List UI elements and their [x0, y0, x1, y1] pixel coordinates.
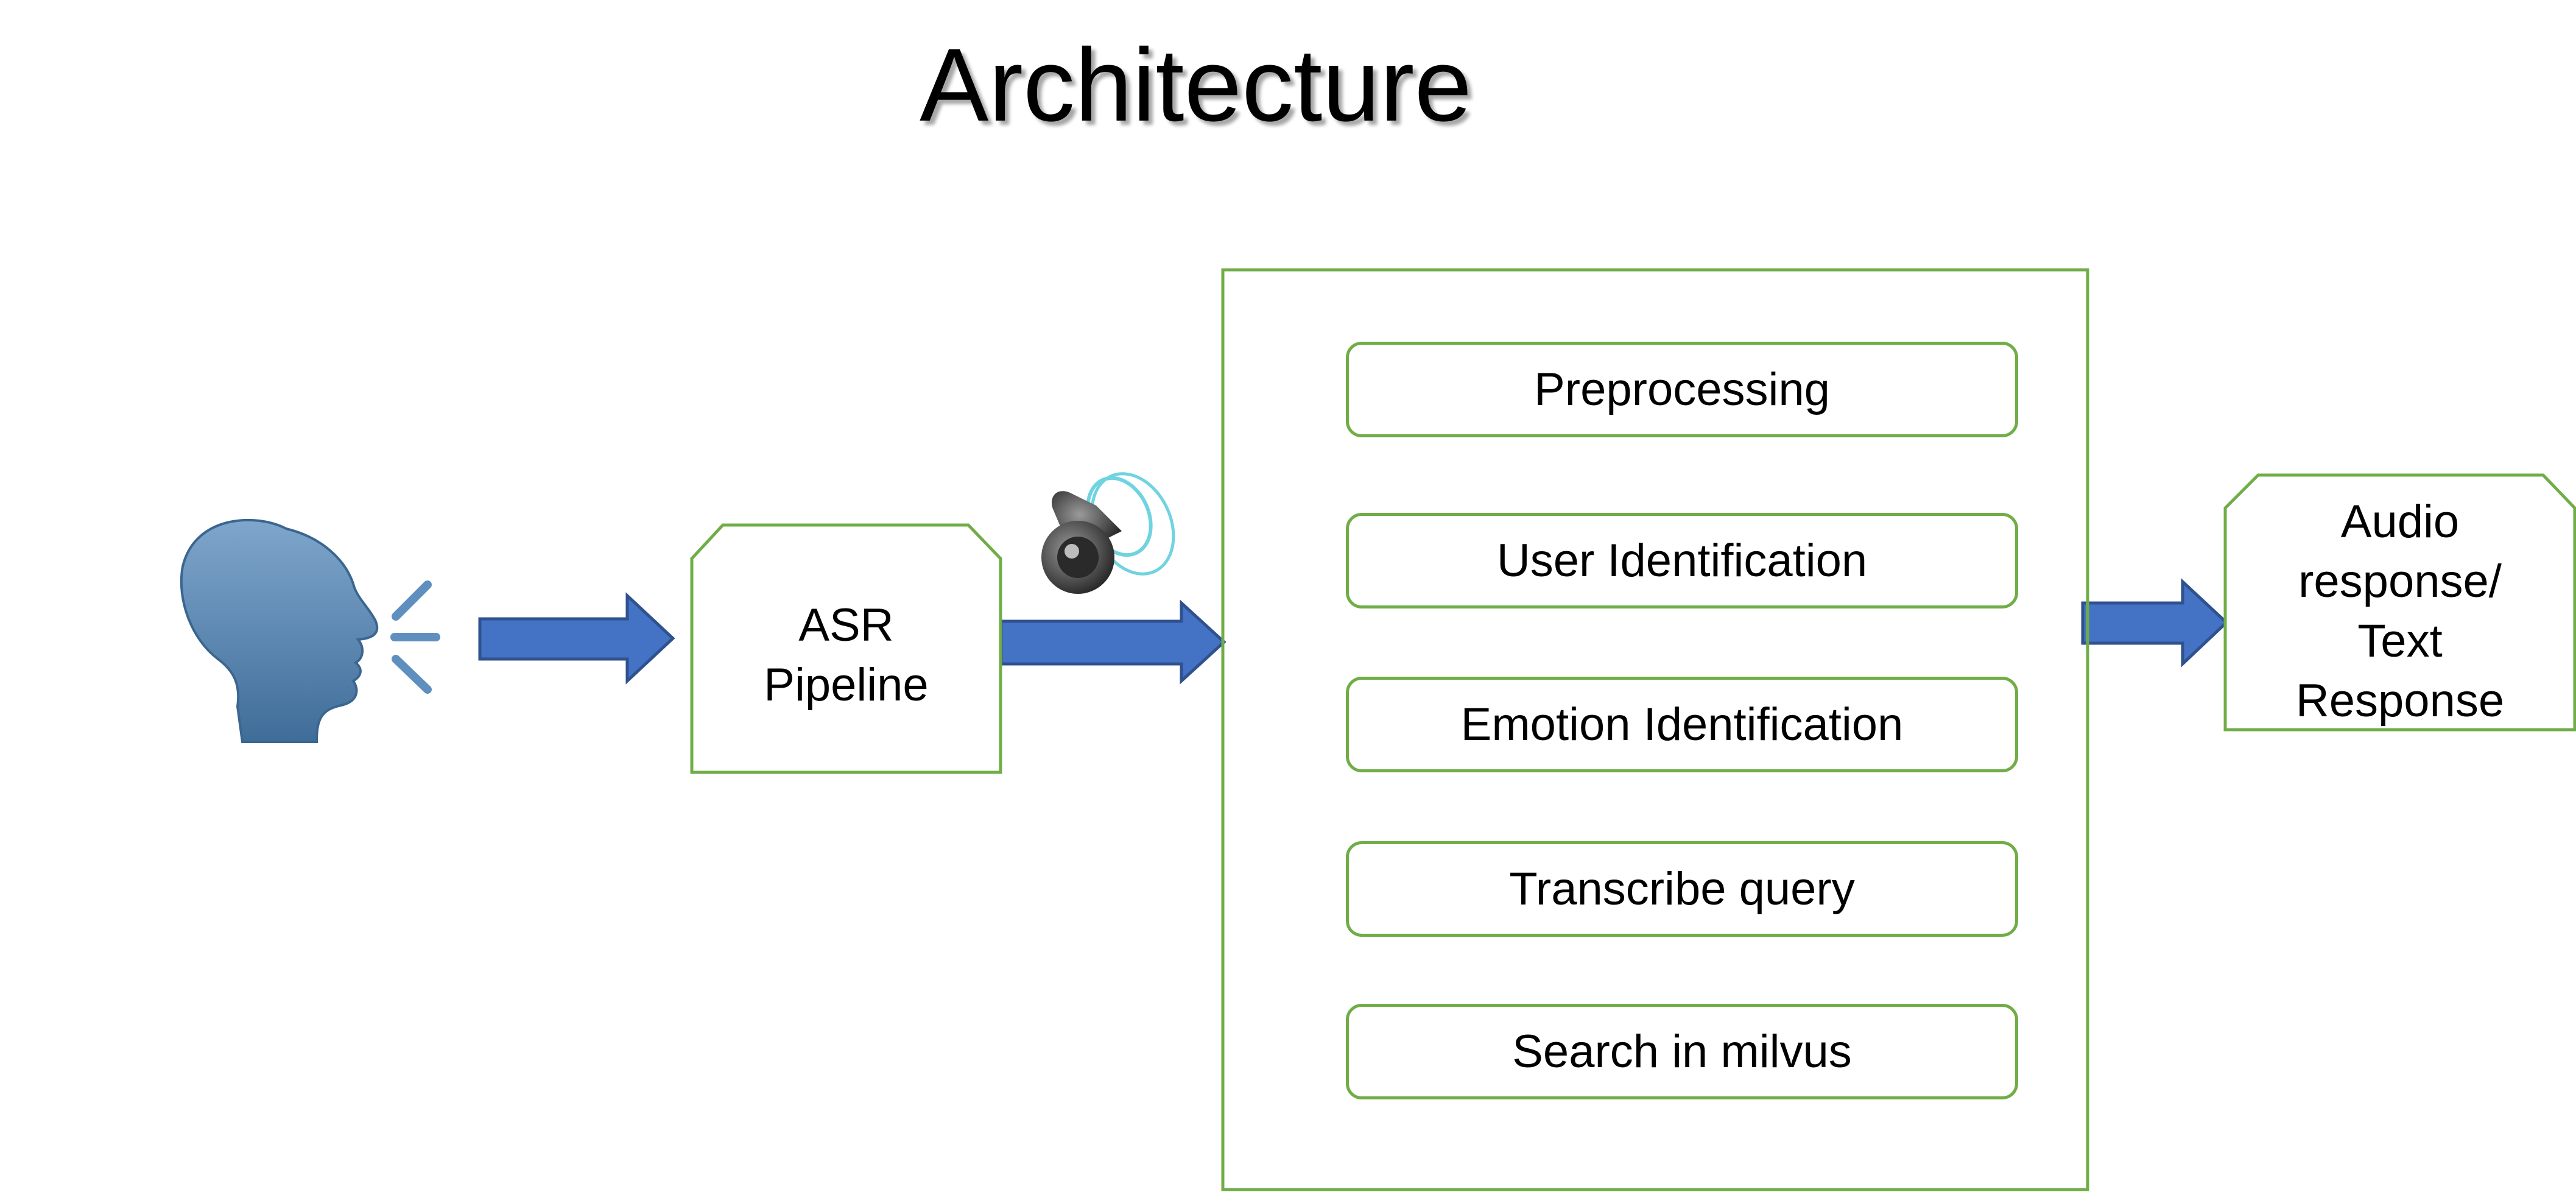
step-search-in-milvus: Search in milvus [1346, 1004, 2018, 1099]
step-emotion-identification: Emotion Identification [1346, 677, 2018, 772]
speaking-head-icon [180, 518, 440, 743]
output-label-line3: Text [2357, 615, 2443, 667]
step-user-identification: User Identification [1346, 513, 2018, 608]
arrow-asr-to-processing [999, 599, 1226, 685]
asr-label-line2: Pipeline [764, 659, 929, 711]
step-transcribe-query: Transcribe query [1346, 841, 2018, 937]
asr-label-line1: ASR [798, 599, 894, 651]
asr-pipeline-label: ASR Pipeline [692, 596, 1001, 715]
output-label-line1: Audio [2340, 496, 2460, 548]
speaker-volume-icon [1041, 472, 1175, 594]
asr-pipeline-node [690, 523, 1002, 774]
arrow-input-to-asr [478, 592, 675, 685]
processing-container [1221, 268, 2089, 1191]
output-label-line2: response/ [2298, 555, 2502, 607]
output-response-label: Audio response/ Text Response [2225, 492, 2575, 731]
page-title: Architecture [920, 27, 1473, 143]
output-response-node [2223, 473, 2576, 732]
arrow-processing-to-output [2081, 578, 2229, 668]
output-label-line4: Response [2295, 675, 2505, 727]
step-preprocessing: Preprocessing [1346, 342, 2018, 437]
